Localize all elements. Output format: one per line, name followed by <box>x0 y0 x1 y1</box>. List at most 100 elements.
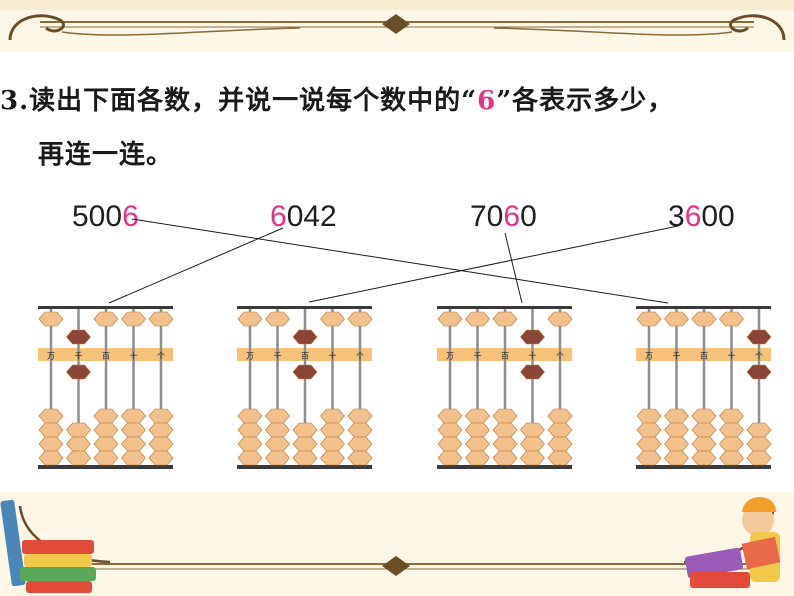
lower-bead <box>636 450 662 466</box>
lower-bead <box>93 436 119 452</box>
lower-bead <box>292 422 318 438</box>
abacus-group: 万千百十个万千百十个万千百十个万千百十个 <box>38 306 772 469</box>
lower-bead <box>38 422 64 438</box>
upper-bead <box>265 311 290 327</box>
lower-bead <box>437 422 463 438</box>
lower-bead <box>691 450 717 466</box>
lower-bead <box>121 422 146 438</box>
abacus-top-bar <box>437 306 572 309</box>
lower-bead <box>38 450 64 466</box>
lower-bead <box>691 408 717 424</box>
place-label: 千 <box>75 351 83 361</box>
number-2-suffix: 042 <box>286 200 337 233</box>
active-lower-bead <box>292 364 318 380</box>
upper-bead <box>547 311 573 327</box>
lower-bead <box>237 422 263 438</box>
place-label: 个 <box>556 352 564 361</box>
abacus-bottom-bar <box>237 465 372 469</box>
place-label: 百 <box>700 352 708 361</box>
lower-bead <box>93 422 119 438</box>
number-4-suffix: 00 <box>701 200 735 233</box>
lower-bead <box>664 450 689 466</box>
lower-bead <box>664 422 689 438</box>
abacus-bottom-bar <box>636 465 771 469</box>
upper-bead <box>719 311 744 327</box>
lower-bead <box>66 436 91 452</box>
lower-bead <box>465 450 490 466</box>
place-label: 万 <box>446 352 454 361</box>
lower-bead <box>38 436 64 452</box>
active-upper-bead <box>292 329 318 345</box>
lower-bead <box>292 450 318 466</box>
lower-bead <box>746 436 772 452</box>
lower-bead <box>636 408 662 424</box>
upper-bead <box>93 311 119 327</box>
bottom-ornament-border <box>18 505 776 576</box>
number-3-digit: 6 <box>503 200 521 233</box>
lower-bead <box>66 422 91 438</box>
number-1-prefix: 500 <box>72 200 123 233</box>
upper-bead <box>347 311 373 327</box>
place-label: 百 <box>301 352 309 361</box>
active-lower-bead <box>520 364 545 380</box>
number-label-3: 7060 <box>470 200 537 234</box>
number-1-digit: 6 <box>122 200 139 233</box>
question-text-after: ”各表示多少， <box>496 86 675 116</box>
place-label: 万 <box>246 352 254 361</box>
lower-bead <box>121 436 146 452</box>
lower-bead <box>265 422 290 438</box>
lower-bead <box>148 408 174 424</box>
lower-bead <box>547 408 573 424</box>
reading-figure-illustration-right <box>684 497 781 588</box>
connection-lines <box>108 218 679 304</box>
upper-bead <box>237 311 263 327</box>
place-label: 个 <box>356 352 364 361</box>
place-label: 十 <box>130 351 138 361</box>
lower-bead <box>691 436 717 452</box>
lower-bead <box>320 408 345 424</box>
lower-bead <box>121 450 146 466</box>
place-label: 百 <box>102 352 110 361</box>
lower-bead <box>292 436 318 452</box>
lower-bead <box>237 436 263 452</box>
connection-line <box>504 232 523 304</box>
place-label: 千 <box>474 351 482 361</box>
lower-bead <box>437 408 463 424</box>
active-upper-bead <box>520 329 545 345</box>
place-label: 个 <box>755 352 763 361</box>
number-label-2: 6042 <box>270 200 337 234</box>
upper-bead <box>664 311 689 327</box>
lower-bead <box>492 408 518 424</box>
lower-bead <box>719 422 744 438</box>
lower-bead <box>148 422 174 438</box>
lower-bead <box>547 436 573 452</box>
upper-bead <box>492 311 518 327</box>
lower-bead <box>265 450 290 466</box>
place-label: 十 <box>329 351 337 361</box>
active-lower-bead <box>66 364 91 380</box>
place-label: 个 <box>157 352 165 361</box>
question-highlight-digit: 6 <box>477 86 497 116</box>
lower-bead <box>347 436 373 452</box>
lower-bead <box>437 436 463 452</box>
place-label: 千 <box>673 351 681 361</box>
lower-bead <box>492 422 518 438</box>
abacus-1: 万千百十个 <box>38 306 174 469</box>
lower-bead <box>437 450 463 466</box>
question-line-2: 再连一连。 <box>38 140 174 170</box>
number-3-suffix: 0 <box>520 200 537 233</box>
lower-bead <box>148 436 174 452</box>
abacus-3: 万千百十个 <box>437 306 573 469</box>
lower-bead <box>465 422 490 438</box>
upper-bead <box>691 311 717 327</box>
top-ornament-border <box>0 0 794 41</box>
active-upper-bead <box>746 329 772 345</box>
lower-bead <box>320 422 345 438</box>
connection-line <box>131 218 669 304</box>
lower-bead <box>664 436 689 452</box>
lower-bead <box>664 408 689 424</box>
lower-bead <box>636 422 662 438</box>
question-text-before: 读出下面各数，并说一说每个数中的“ <box>29 86 478 116</box>
